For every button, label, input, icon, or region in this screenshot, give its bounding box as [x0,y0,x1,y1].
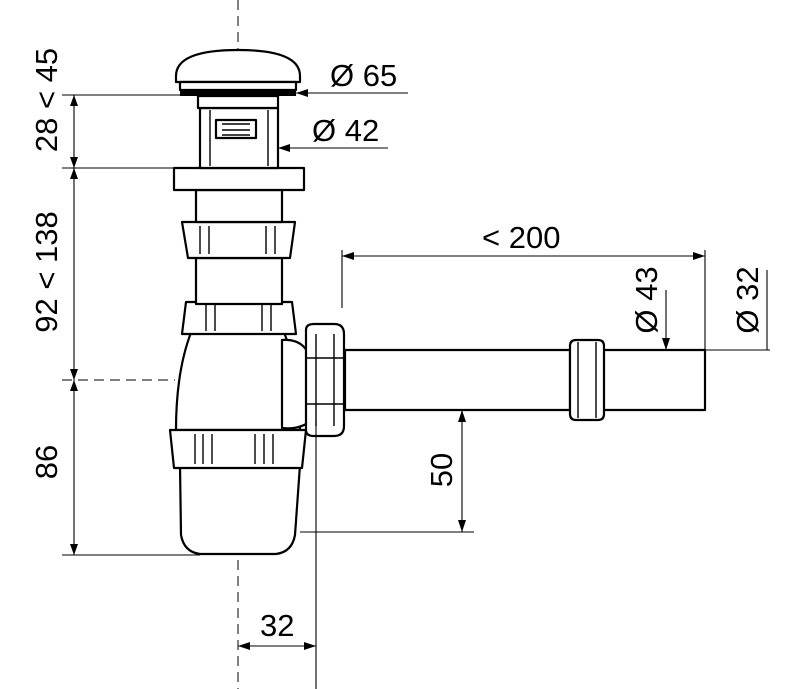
axis-offset-label: 32 [260,608,294,643]
left-dimension-chain [62,94,200,556]
axis-offset-dimension [238,420,317,689]
pipe-diameter-label: Ø 32 [730,266,765,333]
outlet-height-label: 50 [424,453,459,487]
pipe-length-dimension [341,250,706,350]
pipe-outer-diameter-label: Ø 43 [629,266,664,333]
plug-cap [174,48,302,110]
lower-ring-ribs [194,434,274,464]
tailpiece [172,106,306,306]
trap-height-label: 86 [29,445,64,479]
upper-nut-ribs [205,305,272,331]
plug-height-label: 28 < 45 [29,48,64,152]
pipe-length-label: < 200 [482,220,560,255]
body-height-label: 92 < 138 [29,211,64,333]
neck-diameter-label: Ø 42 [312,113,379,148]
plug-diameter-leader [296,89,408,97]
pipe-outer-diameter-dimension [662,290,670,350]
outlet-nut-ribs [306,334,344,426]
neck-diameter-leader [278,144,388,152]
pipe-diameter-dimension [705,270,770,351]
trap-body [168,300,346,556]
outlet-height-dimension [300,410,474,533]
outlet-pipe [343,338,707,422]
plug-diameter-label: Ø 65 [330,58,397,93]
